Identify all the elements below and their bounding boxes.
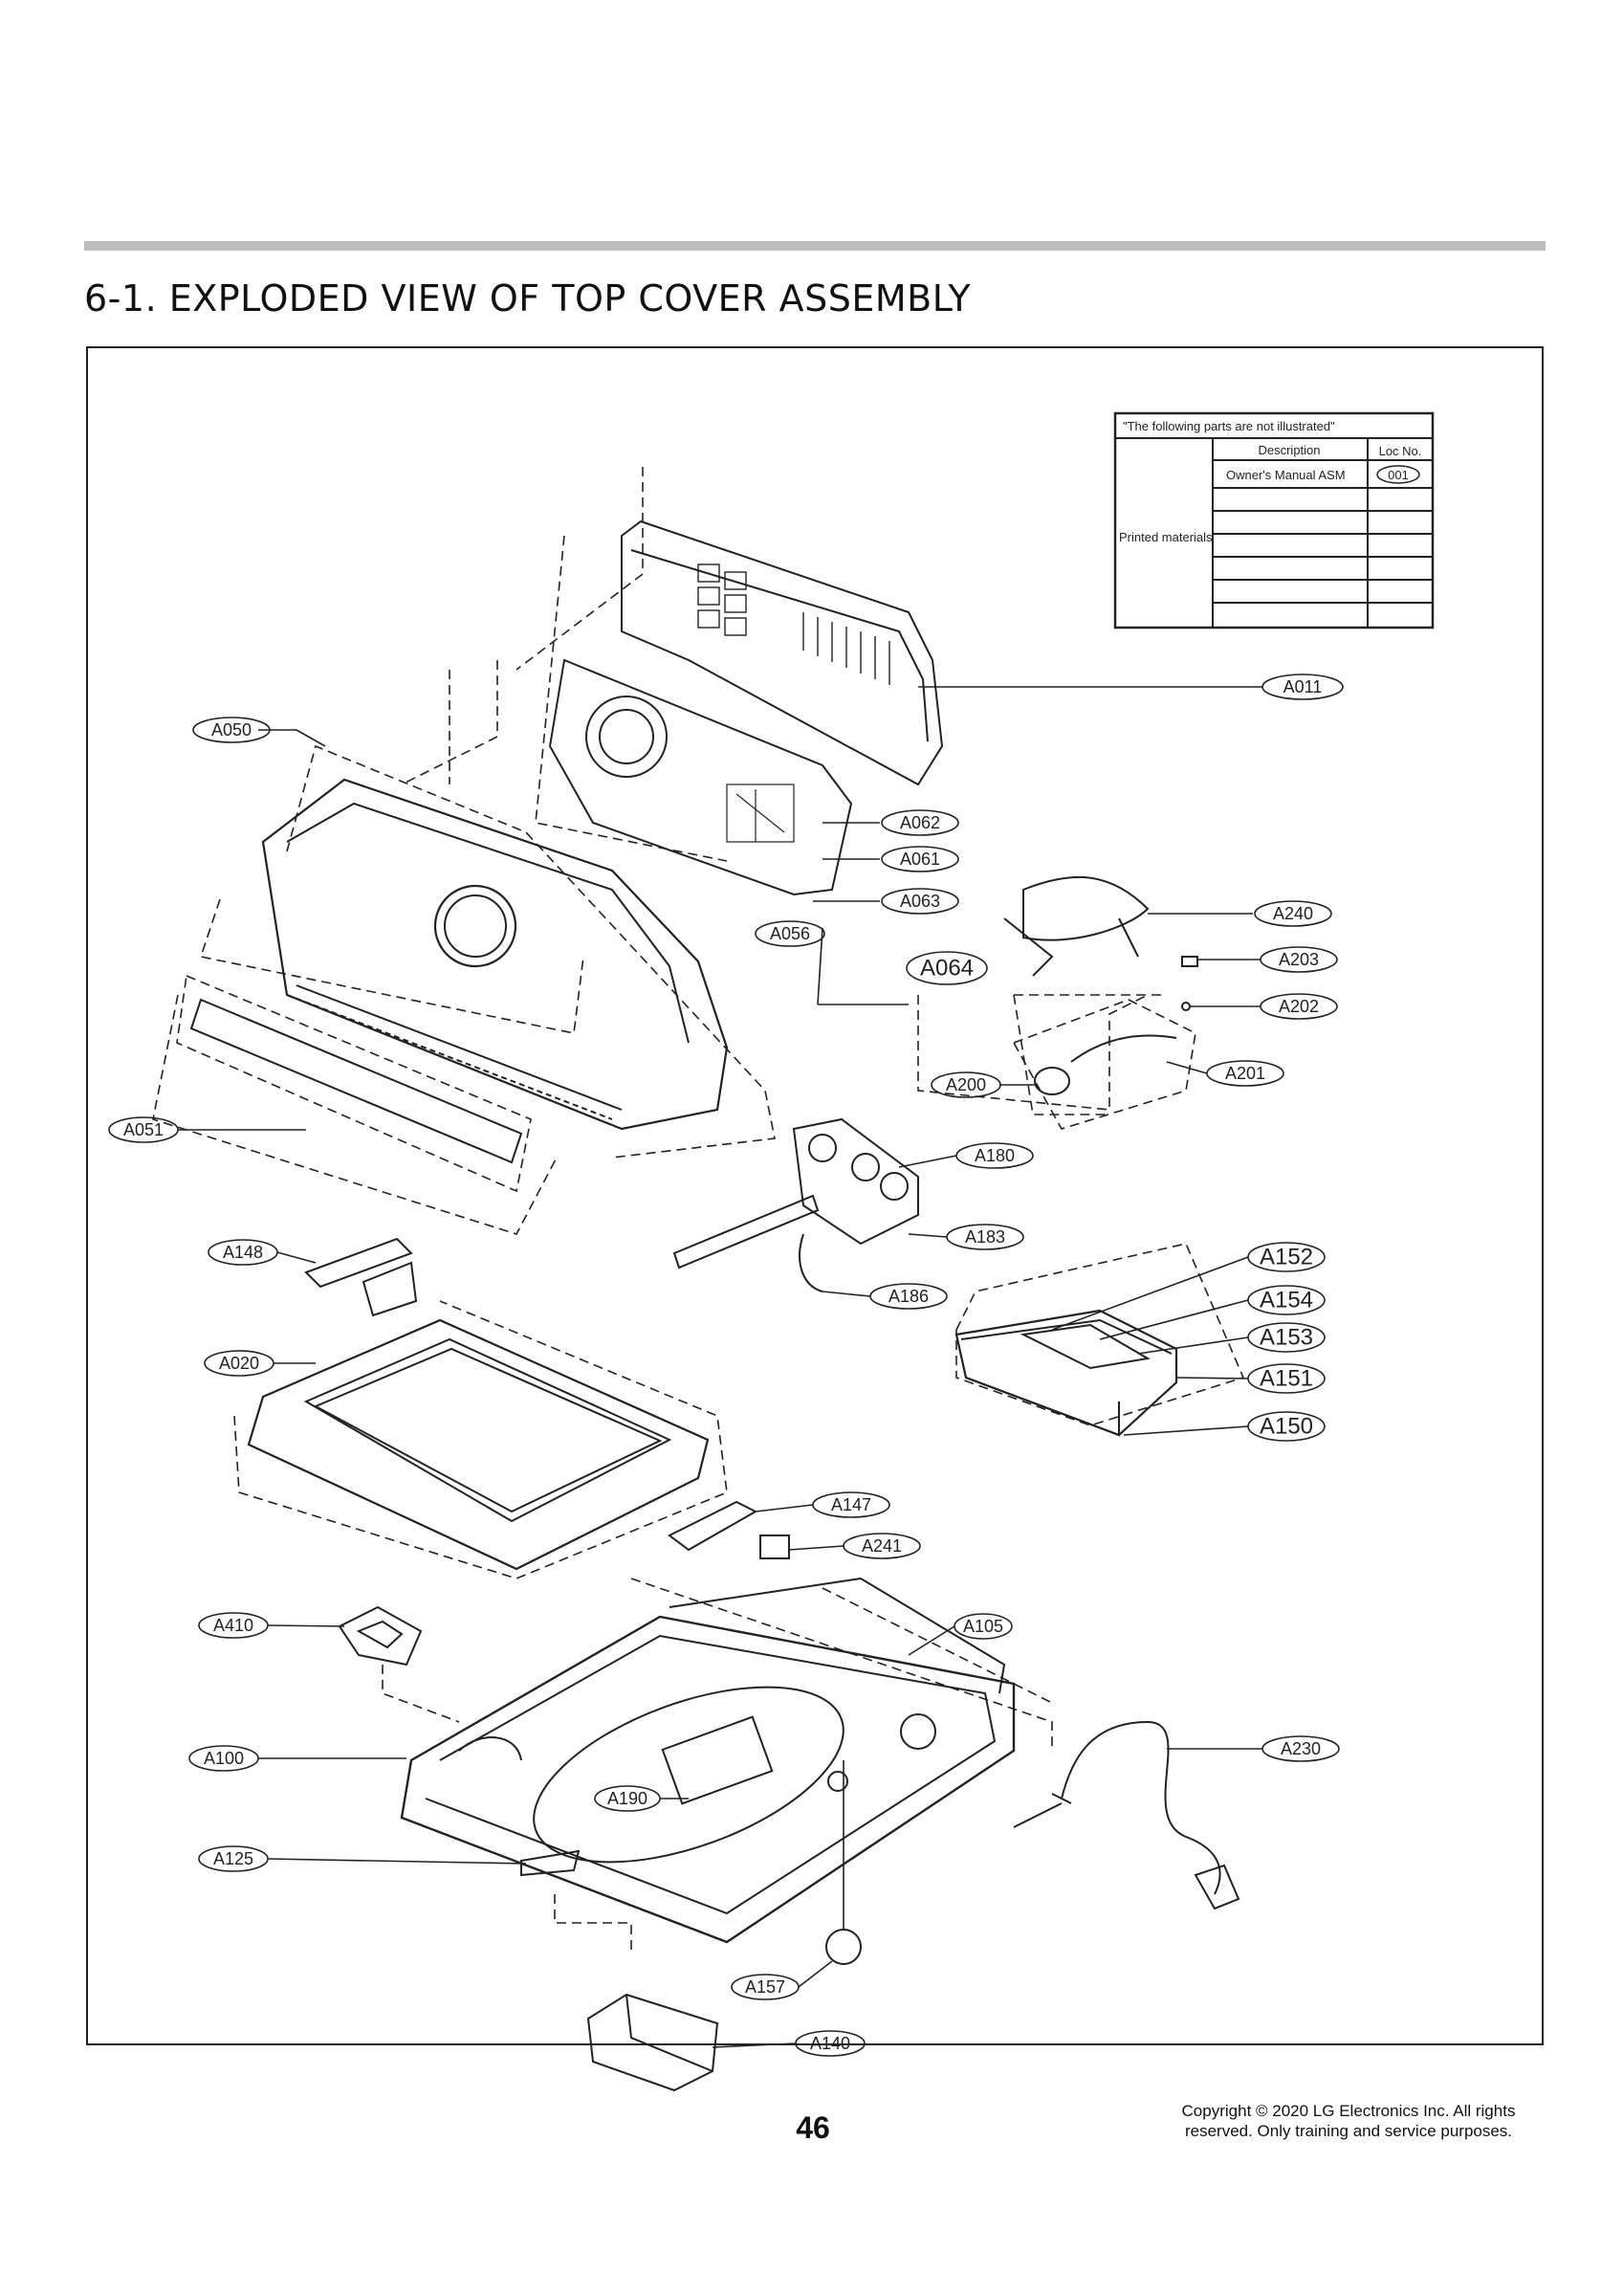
drain-knob-part — [825, 1929, 862, 1965]
control-board-part — [548, 658, 853, 896]
table-caption: "The following parts are not illustrated… — [1123, 419, 1335, 433]
callout-a056: A056 — [770, 924, 810, 943]
callout-a061: A061 — [900, 850, 940, 869]
callout-a063: A063 — [900, 892, 940, 911]
callout-a011: A011 — [1283, 677, 1323, 696]
callout-a240: A240 — [1273, 904, 1313, 923]
callout-a125: A125 — [213, 1849, 253, 1868]
copyright-line-1: Copyright © 2020 LG Electronics Inc. All… — [1181, 2102, 1516, 2120]
dispenser-drawer-part — [954, 1309, 1178, 1437]
callout-a020: A020 — [219, 1354, 259, 1373]
table-header-loc: Loc No. — [1379, 444, 1422, 458]
diagram-frame — [86, 346, 1544, 2045]
wire-harness-part — [1003, 875, 1198, 1011]
callout-a100: A100 — [204, 1749, 244, 1768]
pressure-switch-part — [1012, 999, 1196, 1130]
parts-table — [1113, 411, 1435, 629]
callout-a230: A230 — [1281, 1739, 1321, 1758]
table-header-description: Description — [1258, 443, 1320, 457]
callout-a202: A202 — [1279, 997, 1319, 1016]
callout-a150: A150 — [1260, 1414, 1313, 1440]
callout-a051: A051 — [123, 1120, 164, 1139]
power-cord-part — [1013, 1720, 1240, 1910]
top-cover-part — [400, 1577, 1016, 1944]
lock-box-part — [586, 1993, 719, 2092]
page-number: 46 — [796, 2110, 830, 2145]
table-row-description: Owner's Manual ASM — [1226, 468, 1346, 482]
softener-cap-part — [338, 1605, 423, 1667]
header-rule — [84, 241, 1546, 251]
callout-a201: A201 — [1225, 1064, 1265, 1083]
callout-a064: A064 — [920, 956, 974, 982]
control-panel-part — [261, 778, 729, 1131]
water-valve-part — [672, 1117, 919, 1292]
callout-a105: A105 — [963, 1617, 1003, 1636]
copyright-line-2: reserved. Only training and service purp… — [1184, 2122, 1513, 2140]
rear-panel-part — [621, 519, 944, 786]
hinge-bracket-part — [304, 1237, 418, 1317]
callout-a140: A140 — [810, 2034, 850, 2053]
callout-a157: A157 — [745, 1977, 785, 1997]
callout-a183: A183 — [965, 1227, 1005, 1247]
callout-a151: A151 — [1260, 1366, 1313, 1392]
decor-strip-part — [176, 974, 532, 1193]
table-row-loc: 001 — [1388, 468, 1409, 482]
callout-a147: A147 — [831, 1495, 871, 1514]
callout-a180: A180 — [975, 1146, 1015, 1165]
callout-a190: A190 — [607, 1789, 647, 1808]
callout-a186: A186 — [888, 1287, 929, 1306]
callout-a203: A203 — [1279, 950, 1319, 969]
callout-a410: A410 — [213, 1616, 253, 1635]
callout-a152: A152 — [1260, 1245, 1313, 1270]
callout-a148: A148 — [223, 1243, 263, 1262]
table-group-label: Printed materials — [1119, 530, 1213, 544]
callout-a241: A241 — [862, 1536, 902, 1556]
callout-a153: A153 — [1260, 1325, 1313, 1351]
callout-a200: A200 — [946, 1075, 986, 1094]
door-lid-part — [247, 1318, 710, 1571]
copyright-notice: Copyright © 2020 LG Electronics Inc. All… — [1109, 2101, 1588, 2141]
page-title: 6-1. EXPLODED VIEW OF TOP COVER ASSEMBLY — [84, 277, 972, 320]
callout-a062: A062 — [900, 813, 940, 832]
callout-a050: A050 — [211, 720, 252, 740]
callout-a154: A154 — [1260, 1288, 1313, 1314]
